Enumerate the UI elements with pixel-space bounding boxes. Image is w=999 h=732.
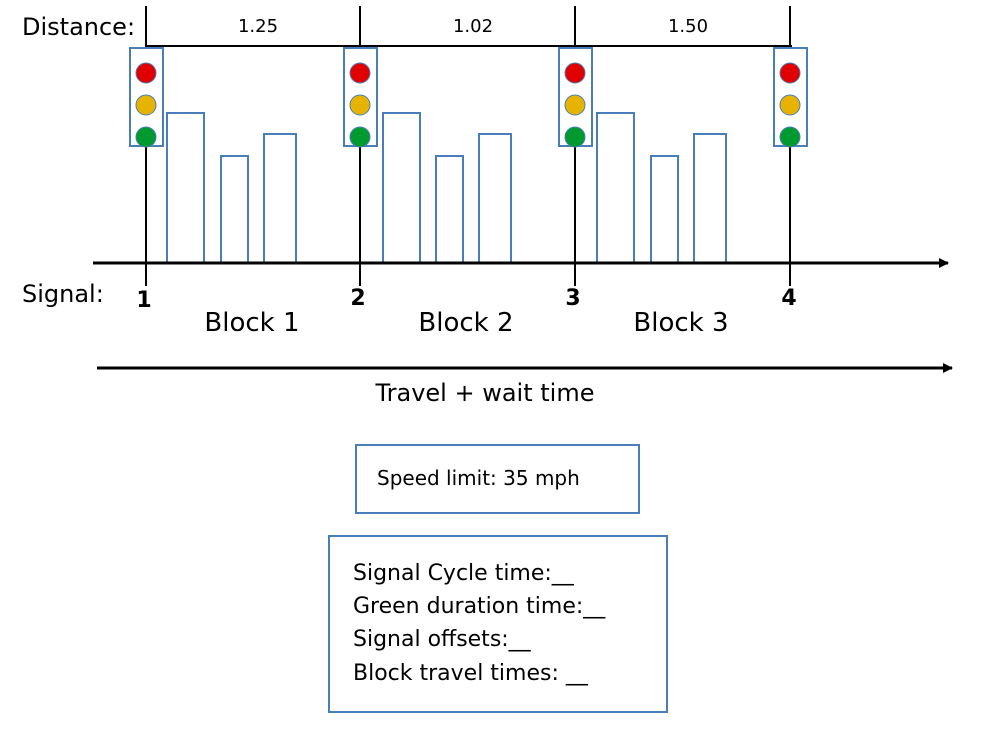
building	[166, 112, 205, 264]
traffic-light-icon	[343, 47, 378, 148]
building	[650, 155, 679, 264]
travel-label: Travel + wait time	[375, 379, 595, 407]
block-label-1: Block 1	[204, 308, 299, 338]
signal-number-4: 4	[781, 286, 796, 311]
signal-number-3: 3	[565, 286, 580, 311]
question-cycle-time: Signal Cycle time:__	[353, 561, 574, 586]
building	[693, 133, 727, 264]
building	[220, 155, 249, 264]
block-label-2: Block 2	[418, 308, 513, 338]
building	[382, 112, 421, 264]
signal-number-2: 2	[350, 286, 365, 311]
building	[435, 155, 464, 264]
distance-value-3: 1.50	[668, 16, 708, 37]
distance-value-1: 1.25	[238, 16, 278, 37]
speed-limit-box: Speed limit: 35 mph	[355, 444, 640, 514]
block-label-3: Block 3	[633, 308, 728, 338]
traffic-light-icon	[773, 47, 808, 148]
distance-value-2: 1.02	[453, 16, 493, 37]
signal-number-1: 1	[136, 288, 151, 313]
building	[478, 133, 512, 264]
building	[596, 112, 635, 264]
distance-label: Distance:	[22, 13, 135, 41]
question-signal-offsets: Signal offsets:__	[353, 627, 531, 652]
question-green-duration: Green duration time:__	[353, 594, 606, 619]
building	[263, 133, 297, 264]
question-block-travel-times: Block travel times: __	[353, 661, 588, 686]
questions-box: Signal Cycle time:__ Green duration time…	[328, 535, 668, 713]
traffic-light-icon	[129, 47, 164, 148]
signal-label: Signal:	[22, 280, 104, 308]
speed-limit-text: Speed limit: 35 mph	[377, 466, 580, 490]
traffic-light-icon	[558, 47, 593, 148]
